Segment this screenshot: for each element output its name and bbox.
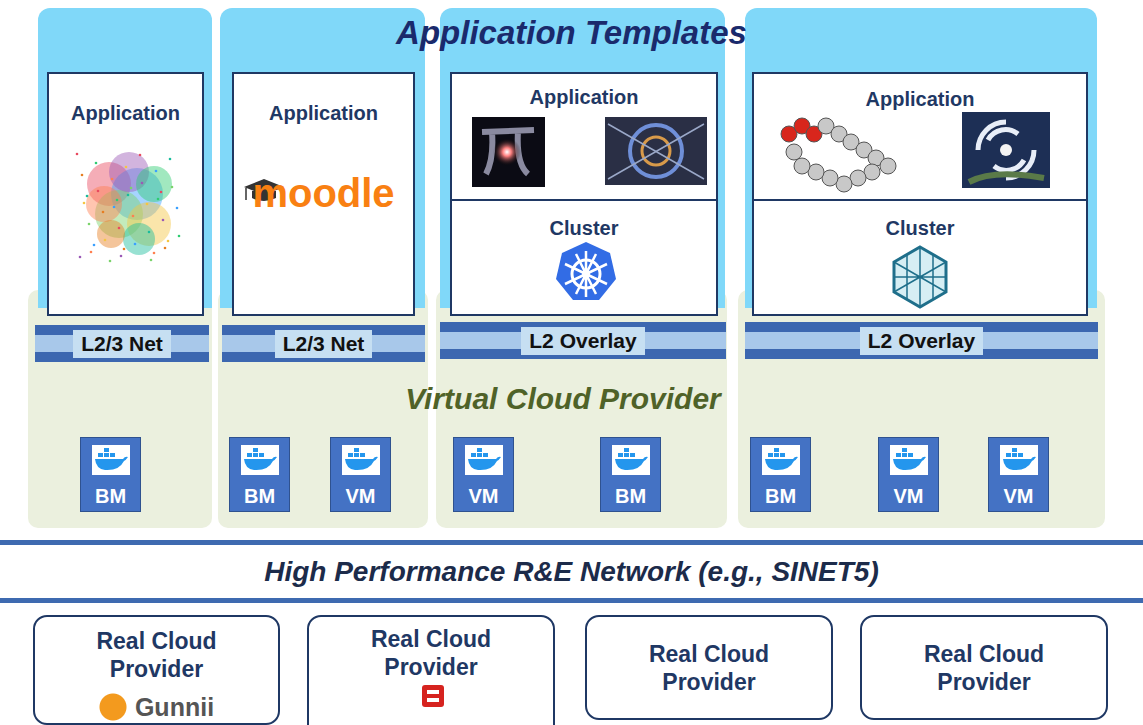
host-box: VM: [330, 437, 391, 512]
docker-icon: [601, 438, 662, 483]
cloud-provider-box: Real Cloud Provider: [585, 615, 833, 720]
host-box: VM: [453, 437, 514, 512]
application-box: Application: [47, 72, 204, 316]
node-text: Real Cloud Provider: [331, 625, 531, 681]
node-text: BM: [244, 485, 275, 508]
layer-label: Virtual Cloud Provider: [0, 382, 1126, 416]
docker-icon: [989, 438, 1050, 483]
node-text: Cluster: [886, 217, 955, 240]
application-box: Cluster: [752, 199, 1088, 316]
host-box: BM: [229, 437, 290, 512]
network-band: L2 Overlay: [745, 322, 1098, 359]
gunnii-logo-text: Gunnii: [99, 693, 214, 721]
diagram-title: Application Templates: [0, 14, 1143, 52]
docker-icon: [454, 438, 515, 483]
application-box: Cluster: [450, 199, 718, 316]
node-text: High Performance R&E Network (e.g., SINE…: [264, 556, 879, 588]
node-text: BM: [765, 485, 796, 508]
cloud-provider-box: Real Cloud Provider: [860, 615, 1108, 720]
node-text: Application: [530, 86, 639, 109]
docker-icon: [230, 438, 291, 483]
docker-icon: [331, 438, 392, 483]
network-band: L2/3 Net: [222, 325, 425, 362]
node-text: L2 Overlay: [521, 327, 644, 355]
node-text: L2/3 Net: [73, 330, 171, 358]
application-box: Application: [752, 72, 1088, 205]
host-box: VM: [988, 437, 1049, 512]
network-band: L2/3 Net: [35, 325, 209, 362]
node-text: Real Cloud Provider: [57, 627, 257, 683]
node-text: L2/3 Net: [275, 330, 373, 358]
node-text: Cluster: [550, 217, 619, 240]
node-text: VM: [894, 485, 924, 508]
network-band: L2 Overlay: [440, 322, 726, 359]
node-text: Real Cloud Provider: [884, 640, 1084, 696]
node-text: BM: [615, 485, 646, 508]
moodle-logo-text: moodle: [252, 171, 394, 216]
docker-icon: [879, 438, 940, 483]
application-box: Application moodle: [232, 72, 415, 316]
application-box: Application: [450, 72, 718, 205]
node-text: VM: [346, 485, 376, 508]
node-text: Application: [866, 88, 975, 111]
host-box: BM: [80, 437, 141, 512]
cloud-provider-box: Real Cloud ProviderGunnii: [33, 615, 280, 725]
docker-icon: [751, 438, 812, 483]
node-text: L2 Overlay: [860, 327, 983, 355]
network-backbone: High Performance R&E Network (e.g., SINE…: [0, 540, 1143, 603]
host-box: BM: [750, 437, 811, 512]
node-text: Application: [71, 102, 180, 125]
docker-icon: [81, 438, 142, 483]
cloud-provider-box: Real Cloud Provideropenstack: [307, 615, 555, 725]
host-box: VM: [878, 437, 939, 512]
node-text: VM: [469, 485, 499, 508]
node-text: Real Cloud Provider: [609, 640, 809, 696]
node-text: BM: [95, 485, 126, 508]
node-text: Application: [269, 102, 378, 125]
host-box: BM: [600, 437, 661, 512]
node-text: VM: [1004, 485, 1034, 508]
